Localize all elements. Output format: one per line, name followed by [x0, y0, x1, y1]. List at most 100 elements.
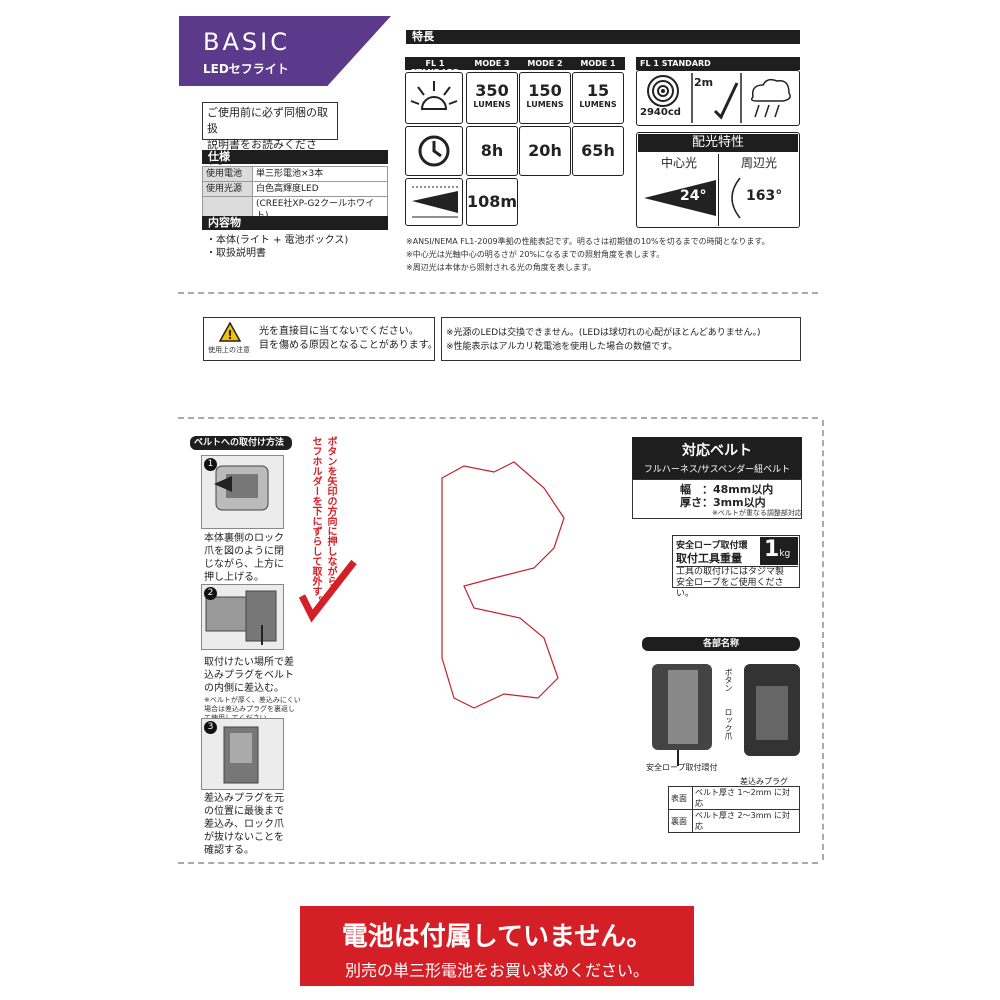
- lumens-unit: LUMENS: [473, 100, 511, 109]
- spec-row: 使用光源白色高輝度LED: [202, 181, 388, 197]
- caution-line1: 光を直接目に当てないでください。: [259, 326, 419, 337]
- step-text: 取付けたい場所で差 込みプラグをベルト の内側に差込む。: [204, 656, 294, 695]
- tool-weight-note-line: 工具の取付けにはタジマ製: [676, 567, 785, 577]
- parts-side: 裏面: [668, 809, 693, 833]
- fl1-head: FL 1 STANDARD: [640, 59, 711, 68]
- mode-label: MODE 2: [527, 59, 563, 68]
- separator: [178, 417, 818, 419]
- caution-box: [203, 317, 435, 361]
- parts-row: 表面ベルト厚さ 1〜2mm に対応: [668, 786, 800, 810]
- parts-desc: ベルト厚さ 2〜3mm に対応: [692, 809, 800, 833]
- step-number: 1: [204, 458, 217, 471]
- spec-label: 使用電池: [202, 166, 253, 182]
- runtime-icon-cell: [405, 126, 463, 176]
- beam-divider: [718, 154, 719, 226]
- candela-icon: [647, 75, 679, 107]
- runtime-cell: 20h: [519, 126, 571, 176]
- center-label: 中心光: [660, 156, 697, 170]
- feature-note: ※中心光は光軸中心の明るさが 20%になるまでの照射角度を表します。: [406, 250, 665, 259]
- tool-weight-unit: kg: [779, 549, 791, 559]
- drop-value: 2m: [694, 76, 714, 89]
- manual-note-line1: ご使用前に必ず同梱の取扱: [207, 106, 328, 135]
- spec-value: 単三形電池×3本: [252, 166, 388, 182]
- tool-weight-line1: 安全ロープ取付環: [676, 541, 748, 551]
- lumens-value: 15: [586, 81, 610, 100]
- runtime-value: 20h: [528, 141, 562, 160]
- caution-line2: 目を傷める原因となることがあります。: [259, 340, 438, 351]
- step-line: 本体裏側のロック: [204, 533, 284, 544]
- separator: [178, 862, 818, 864]
- runtime-value: 65h: [581, 141, 615, 160]
- fl1-panel: [636, 70, 800, 126]
- battery-banner: 電池は付属していません。 別売の単三形電池をお買い求めください。: [300, 906, 694, 986]
- step-line: の位置に最後まで: [204, 806, 284, 817]
- tool-weight-value: 1: [764, 537, 780, 562]
- compatible-belt-title: 対応ベルト: [682, 443, 752, 459]
- center-angle: 24°: [680, 188, 707, 204]
- distance-cell: 108m: [466, 178, 518, 226]
- step-line: 確認する。: [204, 845, 254, 856]
- feature-note: ※ANSI/NEMA FL1-2009準拠の性能表記です。明るさは初期値の10%…: [406, 237, 770, 246]
- distance-icon-cell: [405, 178, 463, 226]
- step3-illustration: [223, 726, 259, 784]
- spec-row: 使用電池単三形電池×3本: [202, 166, 388, 182]
- mode-header-bar: [405, 57, 625, 70]
- parts-button-label: ボタン: [724, 668, 733, 692]
- specs-heading: 仕様: [202, 150, 388, 164]
- parts-row: 裏面ベルト厚さ 2〜3mm に対応: [668, 809, 800, 833]
- brand-name: BASIC: [203, 28, 290, 56]
- step-line: 爪を図のように閉: [204, 546, 284, 557]
- candela-value: 2940cd: [640, 107, 681, 118]
- caution-note2: ※性能表示はアルカリ乾電池を使用した場合の数値です。: [446, 342, 678, 352]
- clock-icon: [418, 135, 450, 167]
- remove-note-line: ボタンを矢印の方向に押しながら: [325, 436, 336, 586]
- lumens-value: 150: [528, 81, 562, 100]
- contents-heading: 内容物: [202, 216, 388, 230]
- lumens-cell: 15 LUMENS: [572, 72, 624, 124]
- center-beam-icon: [644, 180, 716, 216]
- runtime-cell: 65h: [572, 126, 624, 176]
- mode-label: MODE 1: [580, 59, 616, 68]
- lumens-cell: 150 LUMENS: [519, 72, 571, 124]
- tool-weight-line2: 取付工具重量: [676, 552, 742, 565]
- separator-vertical: [822, 420, 824, 860]
- contents-item: ・本体(ライト + 電池ボックス): [206, 235, 349, 246]
- tool-weight-box: [672, 535, 800, 588]
- caution-note1: ※光源のLEDは交換できません。(LEDは球切れの心配がほとんどありません。): [446, 328, 761, 338]
- step-line: 差込み、ロック爪: [204, 819, 284, 830]
- brightness-icon: [410, 81, 458, 110]
- parts-side: 表面: [668, 786, 693, 810]
- lumens-unit: LUMENS: [579, 100, 617, 109]
- spec-label: 使用光源: [202, 181, 253, 197]
- spec-value: 白色高輝度LED: [252, 181, 388, 197]
- rain-icon: [750, 78, 791, 118]
- step-note-line: 場合は差込みプラグを裏返し: [204, 705, 295, 713]
- manual-note: ご使用前に必ず同梱の取扱 説明書をお読みください。: [202, 102, 338, 167]
- lumens-value: 350: [475, 81, 509, 100]
- side-label: 周辺光: [740, 156, 777, 170]
- tool-weight-note: 工具の取付けにはタジマ製 安全ロープをご使用ください。: [676, 566, 798, 600]
- runtime-cell: 8h: [466, 126, 518, 176]
- step-note-line: ※ベルトが厚く、差込みにくい: [204, 696, 301, 704]
- svg-text:!: !: [227, 328, 232, 342]
- warning-icon: !: [219, 322, 241, 342]
- parts-lock-label: ロック爪: [724, 708, 733, 740]
- parts-ring-label: 安全ロープ取付環付: [646, 763, 718, 772]
- distance-value: 108m: [467, 192, 518, 211]
- runtime-value: 8h: [480, 141, 504, 160]
- compatible-belt-box: [632, 479, 802, 519]
- step-line: じながら、上方に: [204, 559, 284, 570]
- impact-icon: [713, 82, 739, 120]
- lumens-cell: 350 LUMENS: [466, 72, 518, 124]
- step-number: 3: [204, 721, 217, 734]
- side-angle: 163°: [746, 188, 783, 204]
- tool-weight-note-line: 安全ロープをご使用ください。: [676, 578, 784, 599]
- parts-desc: ベルト厚さ 1〜2mm に対応: [692, 786, 800, 810]
- beam-distance-icon: [412, 186, 458, 218]
- feature-note: ※周辺光は本体から照射される光の角度を表します。: [406, 263, 596, 272]
- remove-arrow-icon: [298, 559, 357, 623]
- remove-note-line: セフホルダーを下にずらして取外す。: [310, 436, 321, 606]
- step-text: 差込みプラグを元 の位置に最後まで 差込み、ロック爪 が抜けないことを 確認する…: [204, 792, 284, 857]
- lumens-unit: LUMENS: [526, 100, 564, 109]
- mode-label: MODE 3: [474, 59, 510, 68]
